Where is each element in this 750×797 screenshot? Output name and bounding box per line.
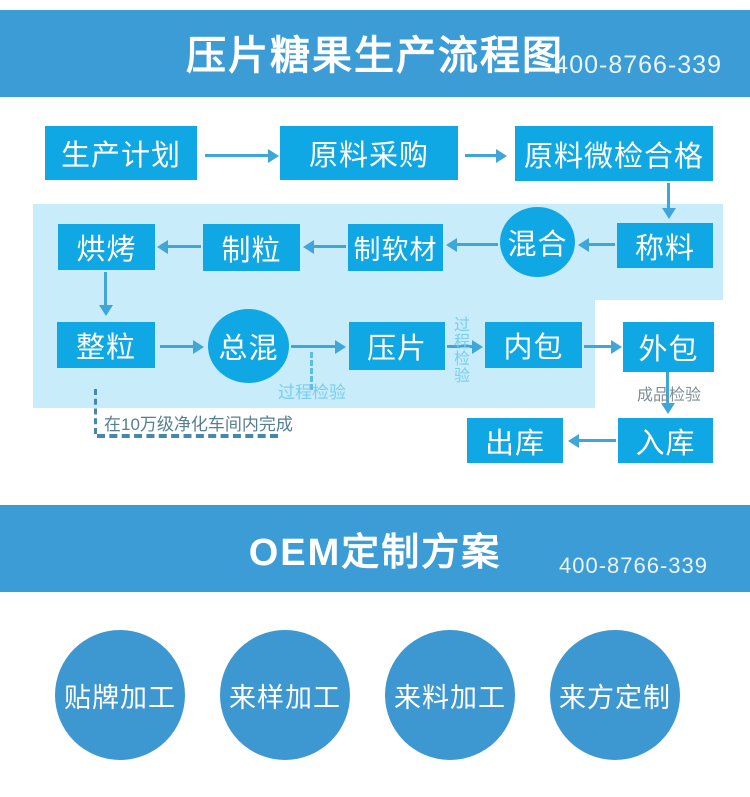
- flow-node-mix: 混合: [500, 207, 575, 277]
- oem-option-lailiao: 来料加工: [385, 630, 515, 760]
- process-check-vertical-label: 过程检验: [451, 316, 468, 384]
- oem-option-tiepai: 贴牌加工: [55, 630, 185, 760]
- flow-node-granulate: 制粒: [203, 224, 300, 271]
- arrow-bake-to-sizing: [99, 272, 113, 316]
- oem-band: OEM定制方案: [0, 505, 750, 592]
- flow-node-total-mix: 总混: [208, 309, 289, 383]
- arrow-outerpack-to-storein: [661, 372, 675, 414]
- process-check-dashed-line: [310, 352, 313, 390]
- flow-node-press: 压片: [349, 322, 445, 370]
- header-phone: 400-8766-339: [554, 51, 722, 79]
- flow-node-inner-pack: 内包: [485, 322, 582, 368]
- flow-node-store-out: 出库: [467, 418, 563, 463]
- arrow-sizing-to-totalmix: [160, 340, 204, 354]
- flow-node-soft-material: 制软材: [348, 224, 443, 271]
- arrow-plan-to-purchase: [205, 149, 279, 163]
- arrow-weigh-to-mix: [578, 238, 615, 252]
- cleanroom-dashed-line-vertical: [94, 389, 97, 434]
- arrow-totalmix-to-press: [291, 340, 346, 354]
- flow-node-sizing: 整粒: [57, 322, 155, 368]
- arrow-purchase-to-inspect: [465, 149, 507, 163]
- oem-option-laiyang: 来样加工: [220, 630, 350, 760]
- oem-option-laifang: 来方定制: [550, 630, 680, 760]
- process-check-label: 过程检验: [278, 383, 346, 402]
- cleanroom-dashed-line-horizontal: [97, 434, 278, 438]
- flow-node-inspect-ok: 原料微检合格: [515, 126, 713, 181]
- page-title: 压片糖果生产流程图: [186, 34, 564, 78]
- oem-title: OEM定制方案: [248, 532, 502, 574]
- cleanroom-note: 在10万级净化车间内完成: [104, 415, 293, 434]
- oem-phone: 400-8766-339: [558, 553, 708, 578]
- flow-node-weigh: 称料: [617, 223, 713, 268]
- arrow-storein-to-storeout: [568, 434, 616, 448]
- arrow-mix-to-soft: [446, 238, 498, 252]
- flow-node-store-in: 入库: [618, 418, 713, 463]
- flow-node-bake: 烘烤: [58, 224, 155, 270]
- flow-node-outer-pack: 外包: [623, 322, 714, 372]
- flow-node-plan: 生产计划: [45, 126, 197, 180]
- arrow-granulate-to-bake: [157, 240, 201, 254]
- arrow-innerpack-to-outerpack: [584, 340, 622, 354]
- arrow-press-to-innerpack: [447, 340, 483, 354]
- header-band: 压片糖果生产流程图: [0, 10, 750, 97]
- finished-check-label: 成品检验: [637, 387, 702, 404]
- arrow-inspect-to-weigh: [662, 183, 676, 219]
- flow-node-purchase: 原料采购: [280, 126, 458, 180]
- arrow-soft-to-granulate: [303, 240, 346, 254]
